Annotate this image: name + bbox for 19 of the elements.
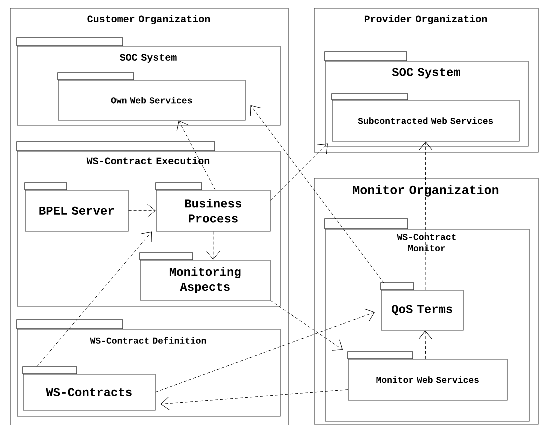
- package-box: Business Process: [156, 182, 271, 232]
- arrow: [128, 204, 156, 218]
- arrow: [206, 232, 220, 260]
- package-box: Own Web Services: [58, 72, 246, 121]
- package-box: Monitor Web Services: [348, 352, 508, 401]
- arrow: [418, 330, 432, 360]
- arrow: [419, 142, 433, 290]
- arrow: [270, 300, 343, 351]
- arrow: [270, 144, 328, 202]
- arrow: [160, 390, 348, 410]
- arrow: [176, 120, 216, 190]
- package-box: WS-Contracts: [22, 366, 156, 411]
- package-box: Subcontracted Web Services: [332, 94, 520, 142]
- arrow: [156, 308, 375, 393]
- package-box: Monitoring Aspects: [140, 252, 271, 301]
- arrow: [250, 105, 384, 284]
- package-box: BPEL Server: [24, 182, 129, 232]
- package-box: QoS Terms: [380, 282, 464, 331]
- arrow: [36, 232, 152, 368]
